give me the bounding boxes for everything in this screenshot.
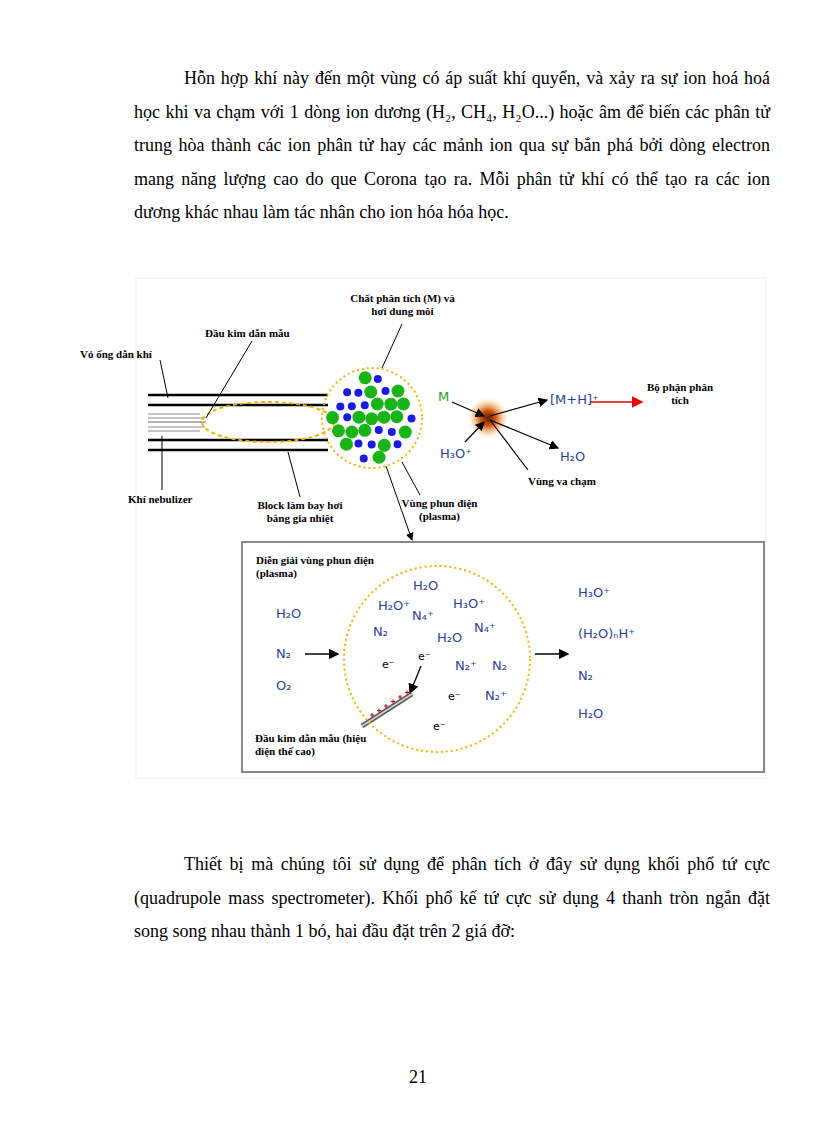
- part-label: Vỏ ống dẫn khí: [80, 348, 180, 361]
- box-heading: Diễn giải vùng phun điện (plasma): [256, 554, 381, 580]
- chemical-formula: [M+H]⁺: [550, 392, 599, 407]
- ion-formula: N₂: [373, 624, 388, 639]
- part-label: Block làm bay hơi bằng gia nhiệt: [245, 499, 355, 525]
- chemical-formula: O₂: [276, 678, 291, 693]
- chemical-formula: H₃O⁺: [578, 585, 610, 600]
- chemical-formula: M: [438, 389, 449, 404]
- droplet-cluster: [326, 371, 415, 463]
- ion-formula: H₂O: [413, 578, 438, 593]
- ion-formula: e⁻: [418, 650, 431, 663]
- needle: [362, 691, 412, 727]
- chemical-formula: (H₂O)ₙH⁺: [578, 626, 635, 641]
- ion-formula: H₂O: [437, 630, 462, 645]
- spray-cone: [202, 402, 334, 442]
- chemical-formula: H₂O: [560, 449, 585, 464]
- figure-frame: [136, 278, 766, 778]
- part-label: Đầu kim dẫn mẫu (hiệu điện thế cao): [255, 732, 375, 758]
- detail-frame: [242, 542, 764, 772]
- chemical-formula: H₃O⁺: [440, 446, 472, 461]
- part-label: Đầu kim dẫn mẫu: [205, 327, 315, 340]
- part-label: Chất phân tích (M) và hơi dung môi: [345, 292, 460, 318]
- ion-formula: N₂⁺: [485, 688, 507, 703]
- ion-formula: e⁻: [433, 720, 446, 733]
- part-label: Vùng phun điện (plasma): [392, 497, 487, 523]
- ion-formula: N₄⁺: [412, 608, 434, 623]
- ion-formula: e⁻: [448, 690, 461, 703]
- ion-formula: H₃O⁺: [453, 596, 485, 611]
- part-label: Khí nebulizer: [128, 493, 228, 506]
- body-paragraph: Thiết bị mà chúng tôi sử dụng để phân tí…: [134, 848, 770, 949]
- chemical-formula: N₂: [578, 668, 593, 683]
- ion-formula: N₄⁺: [474, 620, 496, 635]
- chemical-formula: H₂O: [578, 706, 603, 721]
- tube: [148, 395, 328, 450]
- chemical-formula: H₂O: [276, 606, 301, 621]
- part-label: Bộ phận phân tích: [640, 381, 720, 407]
- ion-formula: H₂O⁺: [378, 598, 410, 613]
- body-paragraph: Hỗn hợp khí này đến một vùng có áp suất …: [134, 62, 770, 230]
- chemical-formula: N₂: [276, 646, 291, 661]
- leader-lines: [160, 324, 420, 540]
- ion-formula: N₂: [492, 658, 507, 673]
- part-label: Vùng va chạm: [528, 475, 628, 488]
- plasma-circle: H₂OH₂O⁺N₄⁺H₃O⁺N₄⁺N₂H₂Oe⁻e⁻N₂⁺N₂e⁻N₂⁺e⁻: [342, 564, 532, 754]
- ion-formula: N₂⁺: [455, 658, 477, 673]
- plasma-outline: [322, 368, 422, 468]
- ion-formula: e⁻: [382, 658, 395, 671]
- page-number: 21: [398, 1067, 438, 1088]
